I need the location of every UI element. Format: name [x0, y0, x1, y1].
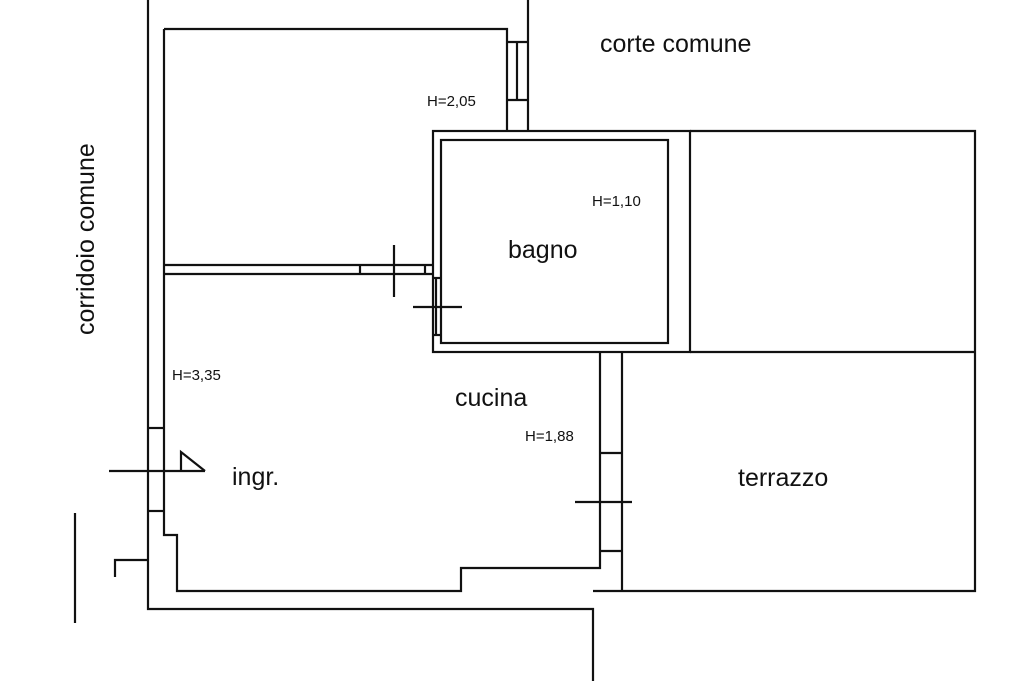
room-label-entrance: ingr. [232, 463, 279, 491]
bathroom-inner [439, 138, 670, 345]
entrance-door [109, 426, 205, 513]
bathroom-outer [431, 129, 692, 354]
corridor-step [113, 558, 148, 577]
room-label-kitchen: cucina [455, 384, 527, 412]
court-label: corte comune [600, 30, 751, 58]
height-entrance: H=3,35 [172, 367, 221, 384]
right-room-wall [593, 129, 977, 593]
height-top-room: H=2,05 [427, 93, 476, 110]
outer-left-wall [146, 0, 595, 681]
walls [73, 0, 977, 681]
partition-wall [164, 245, 433, 297]
entrance-arrow-icon [179, 449, 206, 472]
height-kitchen: H=1,88 [525, 428, 574, 445]
corridor-label: corridoio comune [72, 143, 100, 335]
room-label-bathroom: bagno [508, 236, 578, 264]
room-label-terrace: terrazzo [738, 464, 828, 492]
top-room-wall [164, 27, 509, 131]
height-bathroom: H=1,10 [592, 193, 641, 210]
labels: corte comune corridoio comune H=2,05 H=1… [72, 30, 828, 492]
window-kitchen [575, 451, 632, 553]
window-top-room [507, 40, 528, 102]
inner-wall-outline [162, 29, 602, 593]
bathroom-door [413, 276, 462, 337]
